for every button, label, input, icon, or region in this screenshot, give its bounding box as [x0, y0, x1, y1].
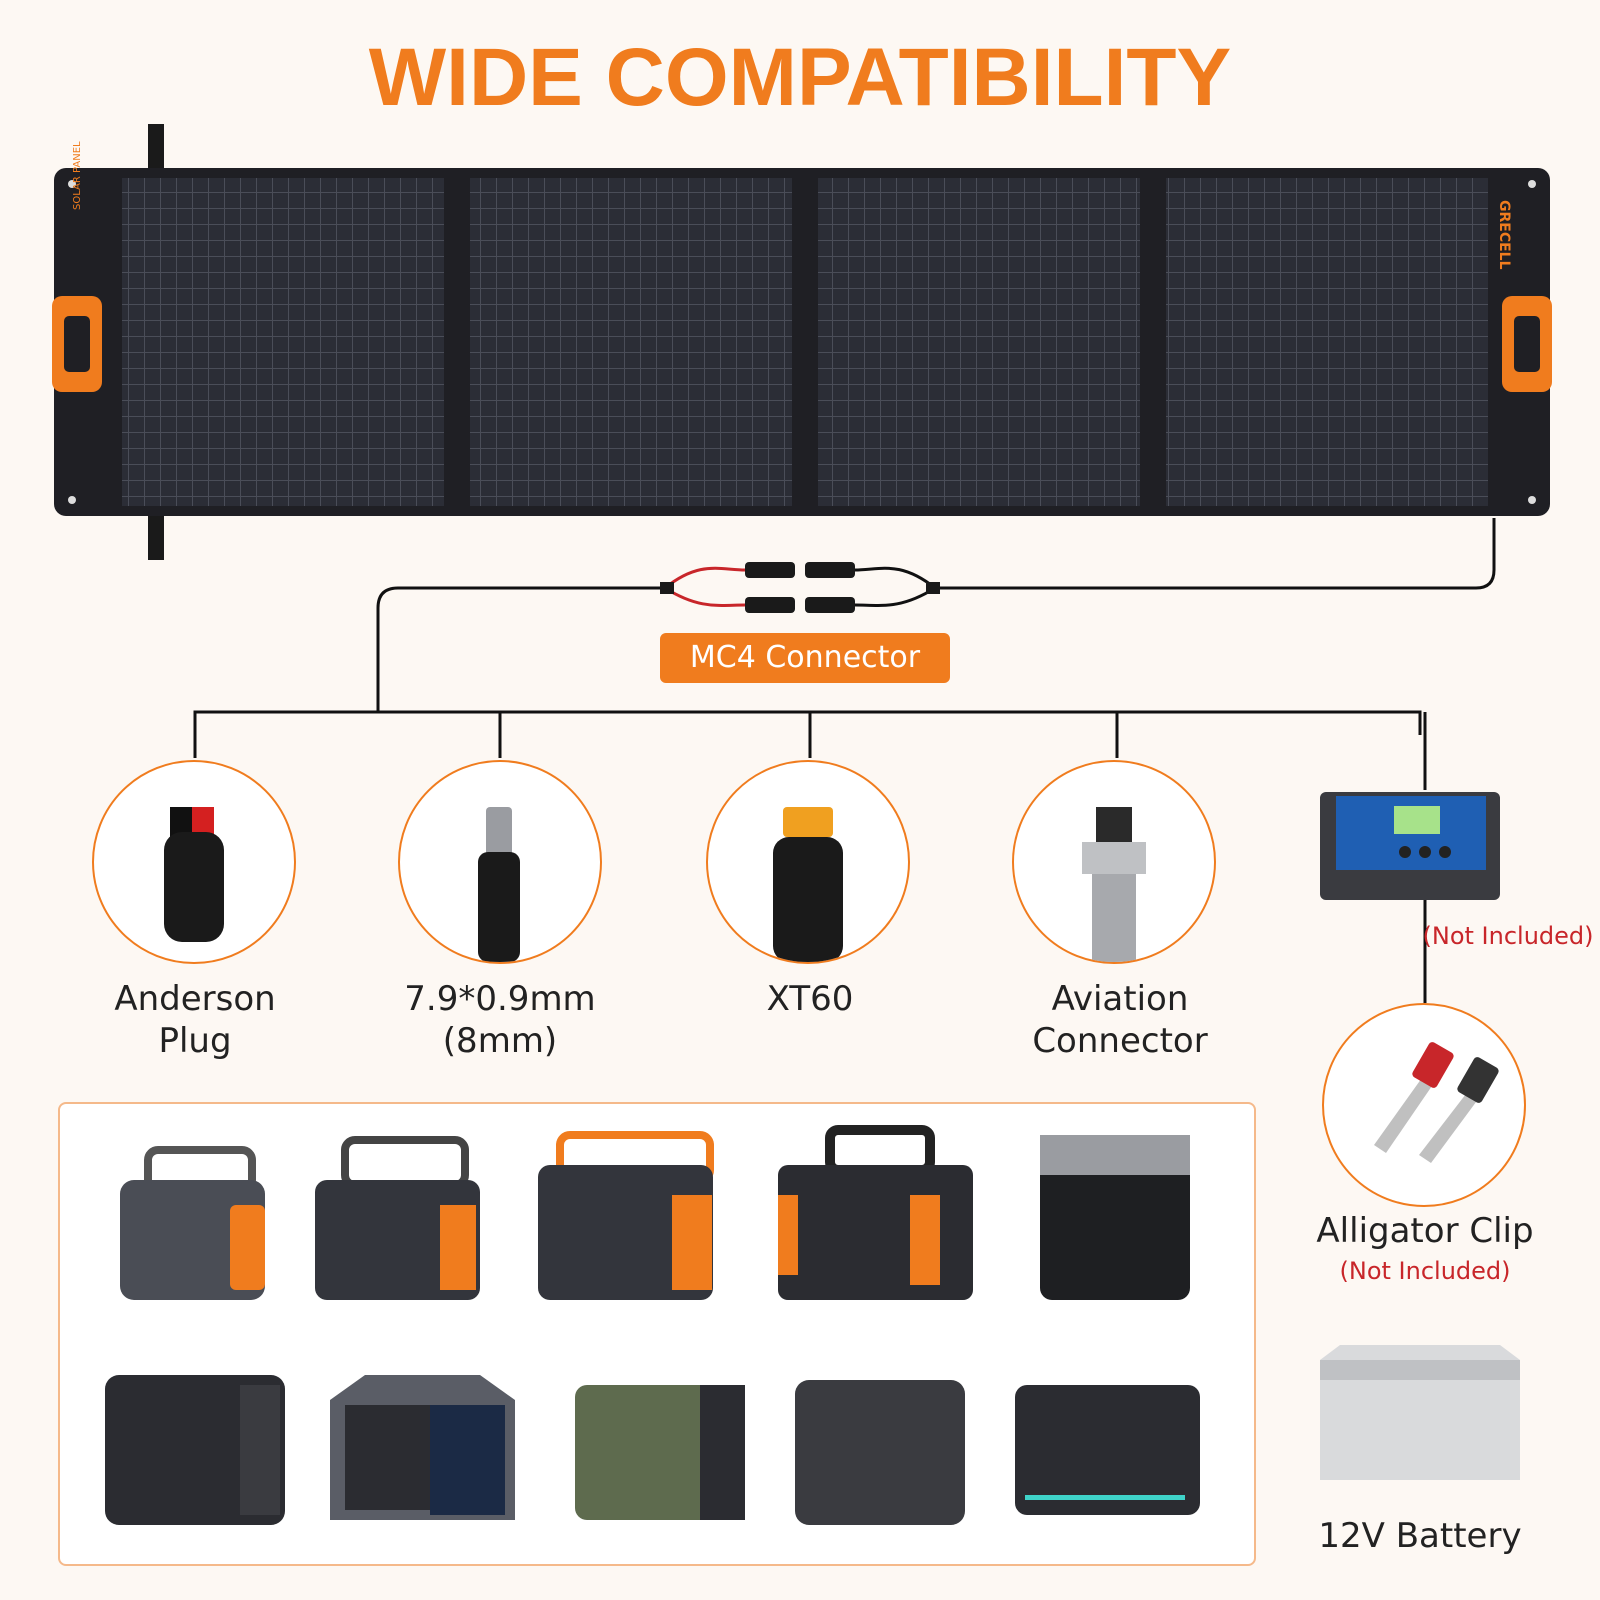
label-line: Connector	[1032, 1021, 1208, 1061]
dc-barrel-plug-icon	[398, 760, 602, 964]
panel-strap-bottom	[148, 510, 164, 560]
panel-side-text: SOLAR PANEL	[72, 141, 83, 210]
panel-handle-left	[52, 296, 102, 392]
mc4-connectors	[660, 562, 940, 613]
label-line: (8mm)	[442, 1021, 558, 1061]
power-station-icon	[330, 1375, 515, 1520]
alligator-not-included: (Not Included)	[1339, 1257, 1511, 1285]
controller-not-included: (Not Included)	[1422, 922, 1594, 950]
charge-controller	[1320, 792, 1500, 900]
xt60-plug-icon	[706, 760, 910, 964]
dc-plug-label: 7.9*0.9mm (8mm)	[385, 978, 615, 1062]
label-line: 7.9*0.9mm	[404, 979, 596, 1019]
alligator-clip-icon	[1322, 1003, 1526, 1207]
label-line: XT60	[766, 979, 854, 1019]
aviation-connector-label: Aviation Connector	[1000, 978, 1240, 1062]
cable-lines	[193, 518, 1496, 1003]
power-station-icon	[105, 1375, 285, 1525]
power-station-icon	[1040, 1135, 1190, 1300]
page-title: WIDE COMPATIBILITY	[368, 32, 1232, 123]
alligator-clip-label: Alligator Clip	[1316, 1211, 1534, 1251]
power-stations	[105, 1125, 1200, 1525]
power-station-icon	[795, 1380, 965, 1525]
panel-handle-right	[1502, 296, 1552, 392]
panel-brand-logo: GRECELL	[1496, 200, 1512, 270]
anderson-plug-icon	[92, 760, 296, 964]
power-station-icon	[575, 1385, 745, 1520]
power-station-icon	[1015, 1385, 1200, 1515]
power-station-icon	[315, 1136, 480, 1300]
label-line: Aviation	[1051, 979, 1189, 1019]
panel-cells	[122, 178, 1488, 506]
power-station-icon	[538, 1131, 714, 1300]
label-line: Plug	[158, 1021, 232, 1061]
aviation-connector-icon	[1012, 760, 1216, 964]
battery-icon	[1320, 1345, 1520, 1480]
label-line: Anderson	[114, 979, 276, 1019]
battery-label: 12V Battery	[1318, 1516, 1522, 1556]
power-station-icon	[120, 1146, 265, 1300]
mc4-connector-label: MC4 Connector	[660, 633, 950, 683]
anderson-plug-label: Anderson Plug	[80, 978, 310, 1062]
power-station-icon	[778, 1125, 973, 1300]
xt60-label: XT60	[695, 978, 925, 1020]
